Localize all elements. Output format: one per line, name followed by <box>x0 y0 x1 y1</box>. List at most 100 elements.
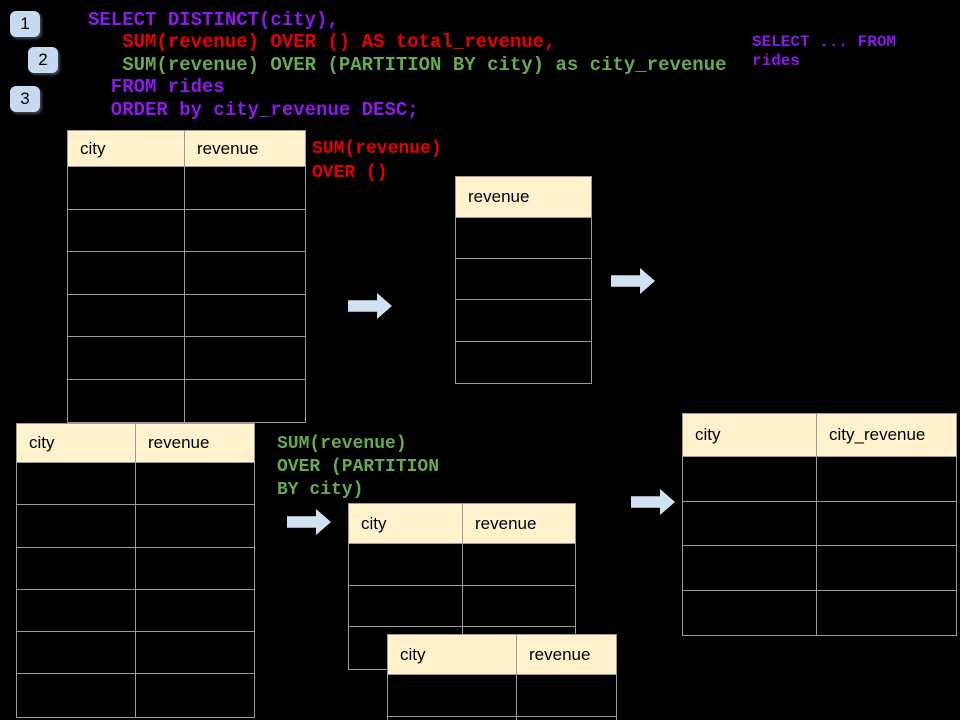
step-badge-1: 1 <box>10 11 40 37</box>
table-cell-empty <box>463 544 575 585</box>
table-cell-empty <box>185 210 305 252</box>
table-row <box>68 379 305 423</box>
code-line: FROM rides <box>88 76 225 99</box>
table-cell-empty <box>68 379 185 422</box>
code-line: ORDER by city_revenue DESC; <box>88 98 419 121</box>
code-line: OVER (PARTITION <box>277 457 440 477</box>
table-row <box>68 167 305 210</box>
table-row <box>683 457 956 502</box>
code-line: SELECT ... FROM <box>752 33 897 51</box>
table-header-row: city revenue <box>349 504 575 544</box>
table-row <box>349 544 575 586</box>
table-header-row: city revenue <box>68 131 305 167</box>
table-cell-empty <box>17 589 136 632</box>
table-row <box>349 585 575 628</box>
table-source-city-revenue-bottom: city revenue <box>16 423 255 718</box>
table-cell-empty <box>349 585 463 627</box>
table-cell-empty <box>683 546 817 590</box>
table-cell-empty <box>136 590 254 631</box>
table-row <box>17 547 254 590</box>
table-row <box>456 300 591 342</box>
right-arrow-icon <box>287 509 331 535</box>
annotation-sum-over-all: SUM(revenue) OVER () <box>312 137 442 185</box>
code-line: SUM(revenue) OVER (PARTITION BY city) as… <box>88 53 727 76</box>
table-row <box>17 632 254 675</box>
table-cell-empty <box>817 502 956 546</box>
table-cell-empty <box>17 632 136 674</box>
table-row <box>683 501 956 546</box>
table-partition-city-revenue-overlay: city revenue <box>387 634 617 720</box>
right-arrow-icon <box>611 268 655 294</box>
table-row <box>68 337 305 380</box>
code-line: SUM(revenue) <box>277 434 407 454</box>
table-cell-empty <box>68 294 185 336</box>
table-cell-empty <box>456 342 591 383</box>
table-cell-empty <box>17 674 136 717</box>
table-cell-empty <box>68 209 185 251</box>
column-header-city: city <box>17 424 136 462</box>
table-row <box>17 674 254 717</box>
code-line: rides <box>752 52 801 70</box>
table-cell-empty <box>817 457 956 501</box>
table-cell-empty <box>136 505 254 546</box>
column-header-city: city <box>683 414 817 456</box>
table-cell-empty <box>185 295 305 337</box>
column-header-revenue: revenue <box>529 644 591 664</box>
step-badge-2: 2 <box>28 47 58 73</box>
table-row <box>68 294 305 337</box>
table-cell-empty <box>817 546 956 590</box>
code-line: SUM(revenue) <box>312 139 442 159</box>
annotation-sum-partition-by-city: SUM(revenue) OVER (PARTITION BY city) <box>277 433 439 502</box>
table-cell-empty <box>185 337 305 379</box>
table-cell-empty <box>388 717 517 720</box>
table-row <box>456 342 591 383</box>
table-cell-empty <box>349 544 463 585</box>
table-header-row: city revenue <box>388 635 616 675</box>
right-arrow-icon <box>348 293 392 319</box>
table-cell-empty <box>456 259 591 299</box>
table-cell-empty <box>683 590 817 635</box>
table-cell-empty <box>388 675 517 716</box>
code-line: SELECT DISTINCT(city), <box>88 9 339 31</box>
table-cell-empty <box>136 463 254 504</box>
table-header-row: city city_revenue <box>683 414 956 457</box>
column-header-city_revenue: city_revenue <box>829 425 926 444</box>
column-header-revenue: revenue <box>475 513 537 533</box>
table-header-row: city revenue <box>17 424 254 463</box>
sql-code-block: SELECT DISTINCT(city), SUM(revenue) OVER… <box>88 9 727 121</box>
table-cell-empty <box>68 252 185 294</box>
table-cell-empty <box>136 632 254 673</box>
table-cell-empty <box>68 167 185 209</box>
table-total-revenue: revenue <box>455 176 592 384</box>
table-cell-empty <box>683 457 817 501</box>
table-header-row: revenue <box>456 177 591 218</box>
code-line: OVER () <box>312 163 388 183</box>
column-header-city: city <box>349 504 463 543</box>
column-header-city: city <box>68 131 185 166</box>
column-header-revenue: revenue <box>197 138 259 158</box>
table-cell-empty <box>463 586 575 627</box>
table-cell-empty <box>456 300 591 340</box>
table-cell-empty <box>17 505 136 547</box>
right-arrow-icon <box>631 489 675 515</box>
table-row <box>68 252 305 295</box>
table-row <box>683 590 956 636</box>
table-cell-empty <box>136 548 254 589</box>
table-row <box>17 589 254 633</box>
table-row <box>17 505 254 548</box>
column-header-city: city <box>388 635 517 674</box>
table-row <box>683 546 956 591</box>
table-row <box>68 209 305 252</box>
code-line: BY city) <box>277 480 364 500</box>
code-line: SUM(revenue) OVER () AS total_revenue, <box>88 31 556 54</box>
column-header-revenue: revenue <box>148 433 210 452</box>
table-row <box>17 463 254 506</box>
column-header-revenue: revenue <box>468 187 530 206</box>
step-badge-3: 3 <box>10 86 40 112</box>
table-row <box>388 675 616 717</box>
table-cell-empty <box>17 463 136 505</box>
table-cell-empty <box>817 591 956 636</box>
table-cell-empty <box>185 380 305 423</box>
